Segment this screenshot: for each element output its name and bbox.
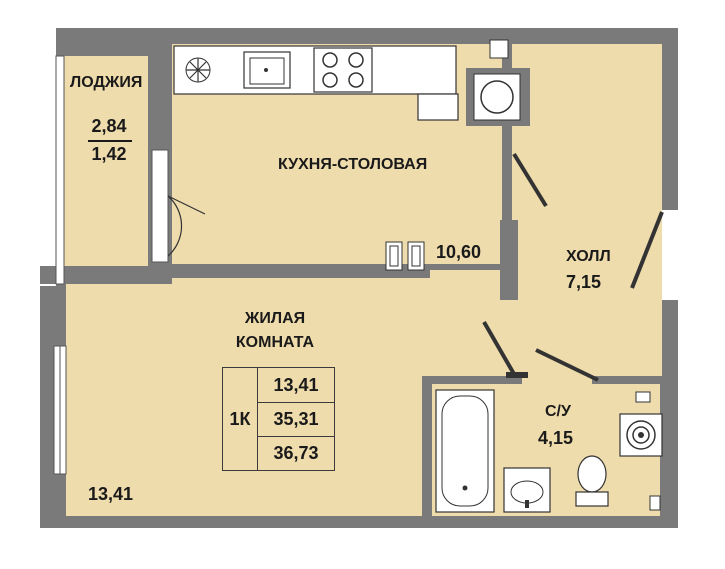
living-name-line1: ЖИЛАЯ bbox=[244, 310, 306, 327]
hall-area: 7,15 bbox=[566, 272, 602, 292]
kitchen-area: 10,60 bbox=[436, 242, 482, 262]
door-icon bbox=[512, 152, 548, 208]
washing-machine-icon bbox=[619, 413, 663, 457]
loggia-floor bbox=[64, 56, 148, 284]
loggia-window bbox=[55, 55, 65, 285]
boiler-icon bbox=[466, 68, 530, 126]
bathroom-name: С/У bbox=[545, 403, 571, 420]
stove-icon bbox=[313, 47, 373, 93]
fraction-line bbox=[88, 140, 132, 142]
loggia-area-reduced: 1,42 bbox=[91, 144, 127, 164]
summary-living-area: 13,41 bbox=[257, 368, 334, 402]
kitchen-living-wall bbox=[148, 264, 510, 270]
bathroom-wall-left bbox=[422, 376, 432, 526]
door-icon bbox=[630, 211, 664, 289]
summary-total-with-loggia: 36,73 bbox=[257, 436, 334, 470]
loggia-area-full: 2,84 bbox=[91, 116, 127, 136]
bathroom-area: 4,15 bbox=[538, 428, 574, 448]
sink-icon bbox=[243, 51, 291, 89]
living-area: 13,41 bbox=[88, 484, 134, 504]
bathroom-wall-top-right bbox=[592, 376, 678, 384]
fan-icon bbox=[185, 57, 211, 83]
bathtub-icon bbox=[435, 389, 495, 513]
toilet-icon bbox=[575, 455, 609, 507]
radiator-icon bbox=[385, 241, 425, 271]
washbasin-icon bbox=[503, 467, 551, 513]
summary-total-area: 35,31 bbox=[257, 402, 334, 436]
hall-pillar bbox=[500, 220, 518, 300]
loggia-bottom-wall bbox=[40, 266, 172, 284]
area-summary-table: 1К 13,41 35,31 36,73 bbox=[222, 367, 335, 471]
kitchen-name: КУХНЯ-СТОЛОВАЯ bbox=[278, 156, 428, 173]
loggia-name: ЛОДЖИЯ bbox=[70, 74, 143, 91]
door-icon bbox=[535, 348, 599, 382]
bathroom-wall-top bbox=[422, 376, 522, 384]
loggia-door-frame bbox=[151, 149, 169, 263]
living-name-line2: КОМНАТА bbox=[235, 334, 315, 351]
hall-name: ХОЛЛ bbox=[566, 248, 611, 265]
door-icon bbox=[167, 195, 206, 257]
door-icon bbox=[482, 321, 516, 375]
apartment-type: 1К bbox=[229, 408, 251, 429]
